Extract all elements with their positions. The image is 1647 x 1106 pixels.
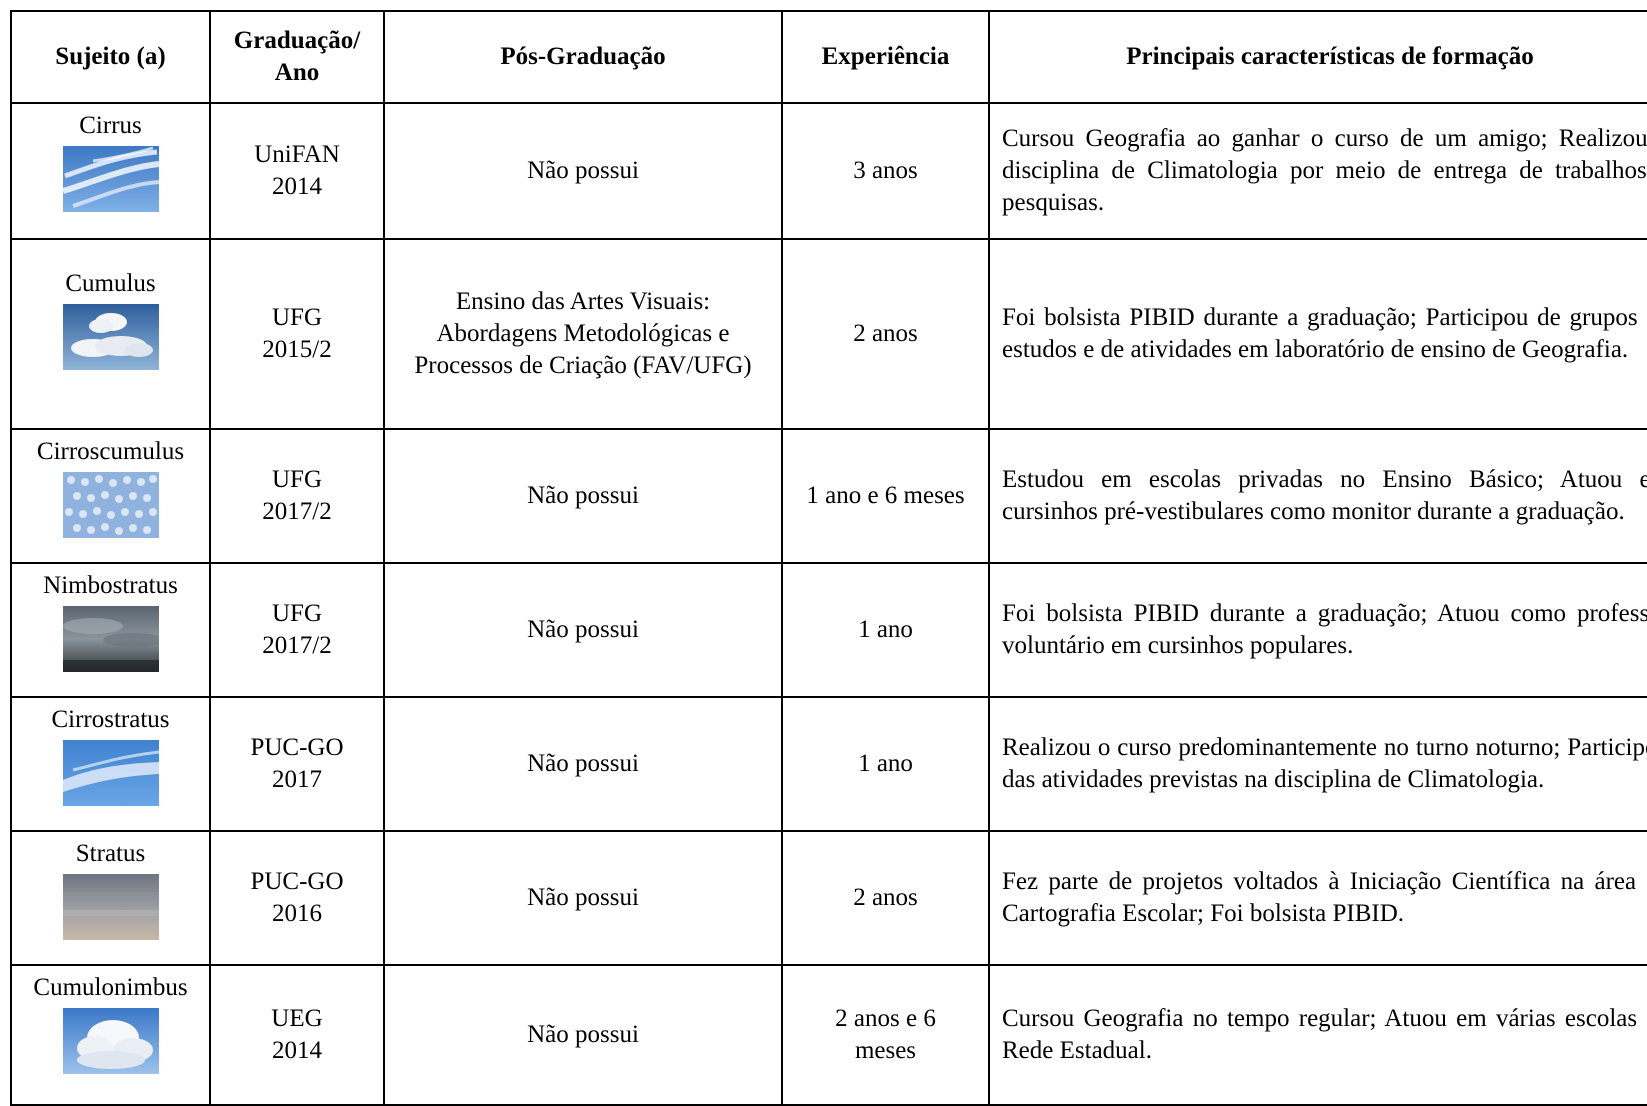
experiencia-cell: 1 ano <box>781 696 990 832</box>
stratus-cloud-photo <box>62 874 159 940</box>
subject-cell: Cumulus <box>10 238 211 430</box>
subject-cell: Stratus <box>10 830 211 966</box>
pos-graduacao-cell: Não possui <box>383 562 783 698</box>
experiencia-cell: 1 ano <box>781 562 990 698</box>
pos-graduacao-cell: Não possui <box>383 964 783 1106</box>
cirrus-cloud-photo <box>62 146 159 212</box>
subject-name: Nimbostratus <box>43 572 178 599</box>
cumulus-cloud-photo <box>62 304 159 370</box>
subject-name: Cumulus <box>65 270 156 297</box>
experiencia-cell: 2 anos <box>781 238 990 430</box>
subject-cell: Cirroscumulus <box>10 428 211 564</box>
pos-graduacao-cell: Ensino das Artes Visuais: Abordagens Met… <box>383 238 783 430</box>
subject-name: Cirrus <box>79 112 142 139</box>
experiencia-cell: 2 anos <box>781 830 990 966</box>
experiencia-cell: 2 anos e 6 meses <box>781 964 990 1106</box>
caracteristicas-cell: Fez parte de projetos voltados à Iniciaç… <box>988 830 1647 966</box>
subject-name: Cumulonimbus <box>33 974 188 1001</box>
pos-graduacao-cell: Não possui <box>383 696 783 832</box>
cirrocumulus-cloud-photo <box>62 472 159 538</box>
header-graduacao: Graduação/ Ano <box>209 10 385 104</box>
pos-graduacao-cell: Não possui <box>383 102 783 240</box>
subject-name: Stratus <box>75 840 146 867</box>
caracteristicas-cell: Realizou o curso predominantemente no tu… <box>988 696 1647 832</box>
caracteristicas-cell: Cursou Geografia no tempo regular; Atuou… <box>988 964 1647 1106</box>
header-sujeito: Sujeito (a) <box>10 10 211 104</box>
caracteristicas-cell: Foi bolsista PIBID durante a graduação; … <box>988 238 1647 430</box>
subject-cell: Cirrus <box>10 102 211 240</box>
caracteristicas-cell: Estudou em escolas privadas no Ensino Bá… <box>988 428 1647 564</box>
subject-name: Cirroscumulus <box>36 438 185 465</box>
pos-graduacao-cell: Não possui <box>383 428 783 564</box>
caracteristicas-cell: Cursou Geografia ao ganhar o curso de um… <box>988 102 1647 240</box>
header-caracteristicas: Principais características de formação <box>988 10 1647 104</box>
header-row: Sujeito (a) Graduação/ Ano Pós-Graduação… <box>10 10 1647 104</box>
nimbostratus-cloud-photo <box>62 606 159 672</box>
header-pos-graduacao: Pós-Graduação <box>383 10 783 104</box>
cirrostratus-cloud-photo <box>62 740 159 806</box>
experiencia-cell: 1 ano e 6 meses <box>781 428 990 564</box>
pos-graduacao-cell: Não possui <box>383 830 783 966</box>
subject-cell: Cumulonimbus <box>10 964 211 1106</box>
subject-cell: Nimbostratus <box>10 562 211 698</box>
header-experiencia: Experiência <box>781 10 990 104</box>
subjects-table: Sujeito (a) Graduação/ Ano Pós-Graduação… <box>10 10 1647 1106</box>
cumulonimbus-cloud-photo <box>62 1008 159 1074</box>
experiencia-cell: 3 anos <box>781 102 990 240</box>
subject-name: Cirrostratus <box>51 706 170 733</box>
subject-cell: Cirrostratus <box>10 696 211 832</box>
caracteristicas-cell: Foi bolsista PIBID durante a graduação; … <box>988 562 1647 698</box>
